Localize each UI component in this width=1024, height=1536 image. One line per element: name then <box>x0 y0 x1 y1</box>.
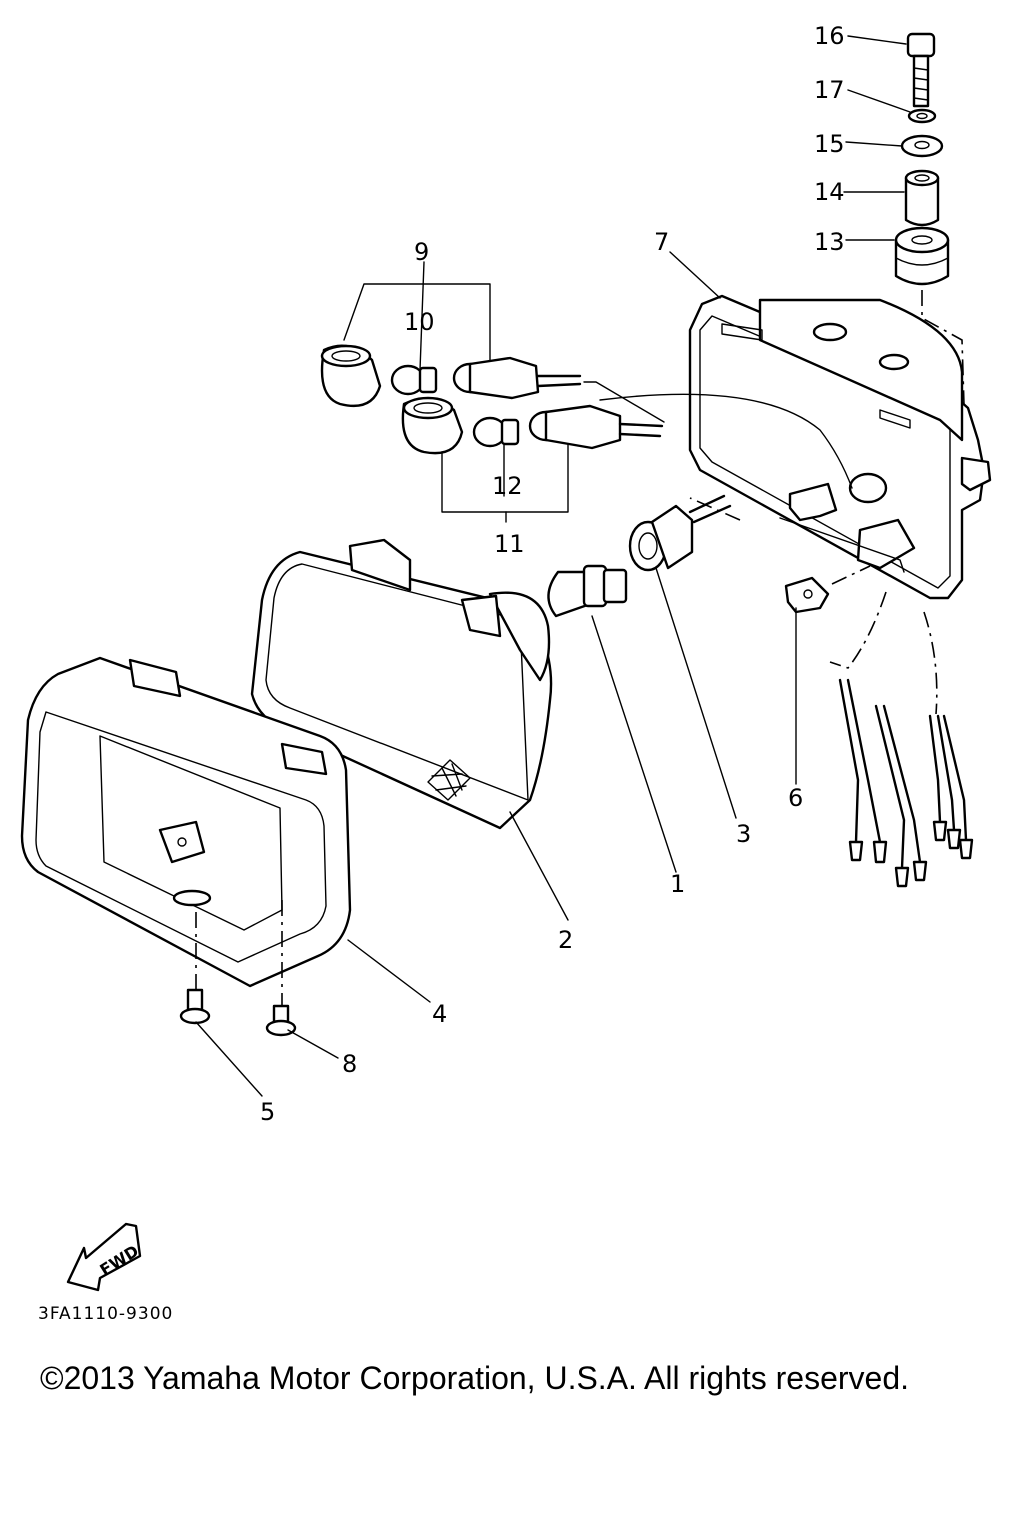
part-9-aux-holder-top <box>452 356 582 400</box>
callout-10: 10 <box>404 308 435 336</box>
callout-17: 17 <box>814 76 845 104</box>
leader-lines <box>195 35 911 1097</box>
copyright-notice: ©2013 Yamaha Motor Corporation, U.S.A. A… <box>40 1360 910 1396</box>
callout-9: 9 <box>414 238 429 266</box>
part-1-bulb <box>547 564 628 618</box>
part-10-aux-bulb-top <box>390 364 438 396</box>
callout-15: 15 <box>814 130 845 158</box>
part-13-grommet <box>894 226 950 286</box>
part-2-headlight-unit <box>250 538 553 830</box>
part-6-clip-nut <box>784 576 830 614</box>
callout-3: 3 <box>736 820 751 848</box>
callout-7: 7 <box>654 228 669 256</box>
part-17-spring-washer <box>907 108 937 124</box>
part-7-housing <box>688 294 992 600</box>
part-14-collar <box>904 169 940 227</box>
document-code: 3FA1110-9300 <box>38 1304 174 1324</box>
part-11-aux-holder-bottom <box>528 404 664 450</box>
callout-2: 2 <box>558 926 573 954</box>
callout-1: 1 <box>670 870 685 898</box>
callout-13: 13 <box>814 228 845 256</box>
callout-16: 16 <box>814 22 845 50</box>
part-11-aux-socket-bottom <box>401 396 464 455</box>
part-8-screw <box>265 1004 297 1037</box>
part-15-washer <box>900 134 944 158</box>
part-9-aux-socket-top <box>320 344 382 408</box>
callout-11: 11 <box>494 530 525 558</box>
callout-4: 4 <box>432 1000 447 1028</box>
part-16-bolt <box>906 32 936 108</box>
fwd-arrow-icon: FWD <box>66 1222 142 1292</box>
callout-6: 6 <box>788 784 803 812</box>
callout-5: 5 <box>260 1098 275 1126</box>
callout-8: 8 <box>342 1050 357 1078</box>
part-5-screw <box>179 988 211 1025</box>
part-3-socket <box>628 494 732 572</box>
part-12-aux-bulb-bottom <box>472 416 520 448</box>
callout-12: 12 <box>492 472 523 500</box>
part-4-rim <box>20 656 352 988</box>
callout-14: 14 <box>814 178 845 206</box>
wire-leads <box>829 591 974 888</box>
